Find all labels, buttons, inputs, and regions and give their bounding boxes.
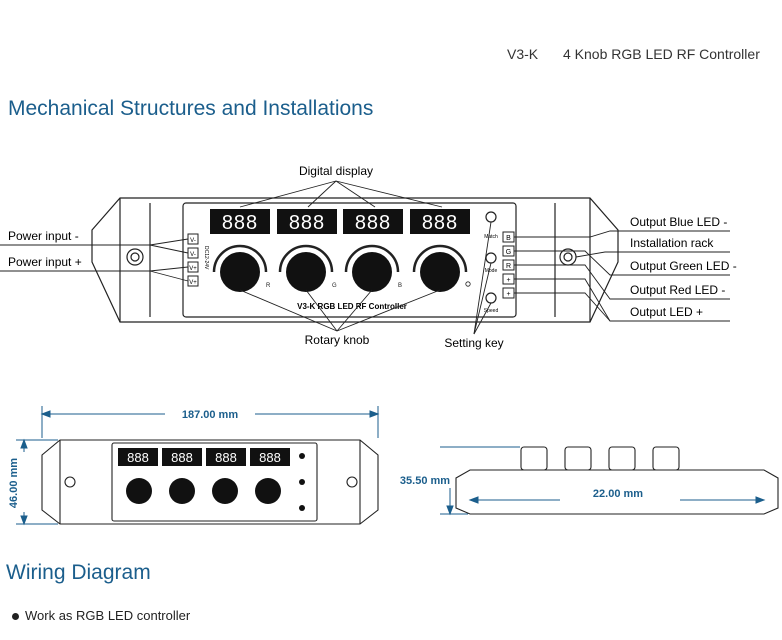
svg-text:888: 888 — [259, 450, 281, 465]
wiring-bullet-text: Work as RGB LED controller — [25, 608, 191, 623]
key-speed — [485, 292, 497, 304]
sideview-knob-3 — [608, 446, 636, 471]
out-terminal-b: B — [506, 235, 511, 242]
callout-rotary-knob: Rotary knob — [305, 333, 370, 347]
dim-depth: 22.00 mm — [593, 488, 643, 500]
digital-display-3: 888 — [343, 209, 403, 234]
digital-display-4: 888 — [410, 209, 470, 234]
callout-output-blue: Output Blue LED - — [630, 215, 727, 229]
out-terminal-g: G — [506, 249, 511, 256]
dim-length: 187.00 mm — [182, 409, 238, 421]
topview-knob-2 — [169, 478, 195, 504]
digital-display-1: 888 — [210, 209, 270, 234]
svg-text:888: 888 — [222, 212, 258, 234]
callout-power-plus: Power input + — [8, 255, 82, 269]
wiring-bullet: Work as RGB LED controller — [12, 608, 190, 623]
device-body — [91, 197, 619, 323]
product-name: 4 Knob RGB LED RF Controller — [563, 46, 760, 62]
key-mode — [485, 252, 497, 264]
knob-letter-1: R — [266, 283, 271, 289]
key-label-speed: Speed — [484, 308, 499, 314]
out-terminal-r: R — [506, 263, 511, 270]
sideview-knob-4 — [652, 446, 680, 471]
topview-display-3: 888 — [206, 448, 246, 466]
callout-power-minus: Power input - — [8, 229, 79, 243]
topview-display-2: 888 — [162, 448, 202, 466]
topview-display-1: 888 — [118, 448, 158, 466]
brightness-icon — [465, 281, 471, 287]
topview-display-4: 888 — [250, 448, 290, 466]
callout-output-plus: Output LED + — [630, 305, 703, 319]
callout-output-green: Output Green LED - — [630, 259, 737, 273]
svg-text:888: 888 — [127, 450, 149, 465]
topview-body — [41, 439, 379, 525]
key-label-match: Match — [484, 234, 498, 240]
topview-knob-3 — [212, 478, 238, 504]
input-voltage: DC12-24V — [203, 246, 209, 270]
key-label-mode: Mode — [485, 268, 498, 274]
callout-setting-key: Setting key — [444, 336, 503, 350]
dim-width: 46.00 mm — [8, 458, 20, 508]
callout-output-red: Output Red LED - — [630, 283, 725, 297]
digital-display-2: 888 — [277, 209, 337, 234]
out-terminal-plus2: + — [506, 291, 510, 298]
callout-installation-rack: Installation rack — [630, 236, 714, 250]
terminal-v1: V- — [190, 238, 196, 244]
knob-letter-2: G — [332, 283, 337, 289]
sideview-knob-1 — [520, 446, 548, 471]
device-label: V3-K RGB LED RF Controller — [297, 302, 407, 311]
key-match — [485, 211, 497, 223]
topview-knob-1 — [126, 478, 152, 504]
mechanical-heading: Mechanical Structures and Installations — [8, 97, 374, 120]
svg-text:888: 888 — [289, 212, 325, 234]
model-code: V3-K — [507, 46, 539, 62]
wiring-heading: Wiring Diagram — [6, 561, 151, 584]
sideview-knob-2 — [564, 446, 592, 471]
svg-text:888: 888 — [171, 450, 193, 465]
callout-digital-display: Digital display — [299, 164, 373, 178]
svg-text:888: 888 — [215, 450, 237, 465]
bullet-dot — [12, 613, 19, 621]
mount-hole-left — [126, 248, 144, 266]
out-terminal-plus1: + — [506, 277, 510, 284]
rotary-knob-2[interactable]: G — [278, 244, 337, 292]
terminal-v2: V- — [190, 252, 196, 258]
dim-height: 35.50 mm — [400, 475, 450, 487]
knob-letter-3: B — [398, 283, 402, 289]
rotary-knob-3[interactable]: B — [344, 244, 402, 292]
svg-text:888: 888 — [355, 212, 391, 234]
terminal-v4: V+ — [189, 280, 197, 286]
svg-text:888: 888 — [422, 212, 458, 234]
topview-knob-4 — [255, 478, 281, 504]
rotary-knob-4[interactable] — [412, 244, 471, 292]
terminal-v3: V+ — [189, 266, 197, 272]
rotary-knob-1[interactable]: R — [212, 244, 271, 292]
